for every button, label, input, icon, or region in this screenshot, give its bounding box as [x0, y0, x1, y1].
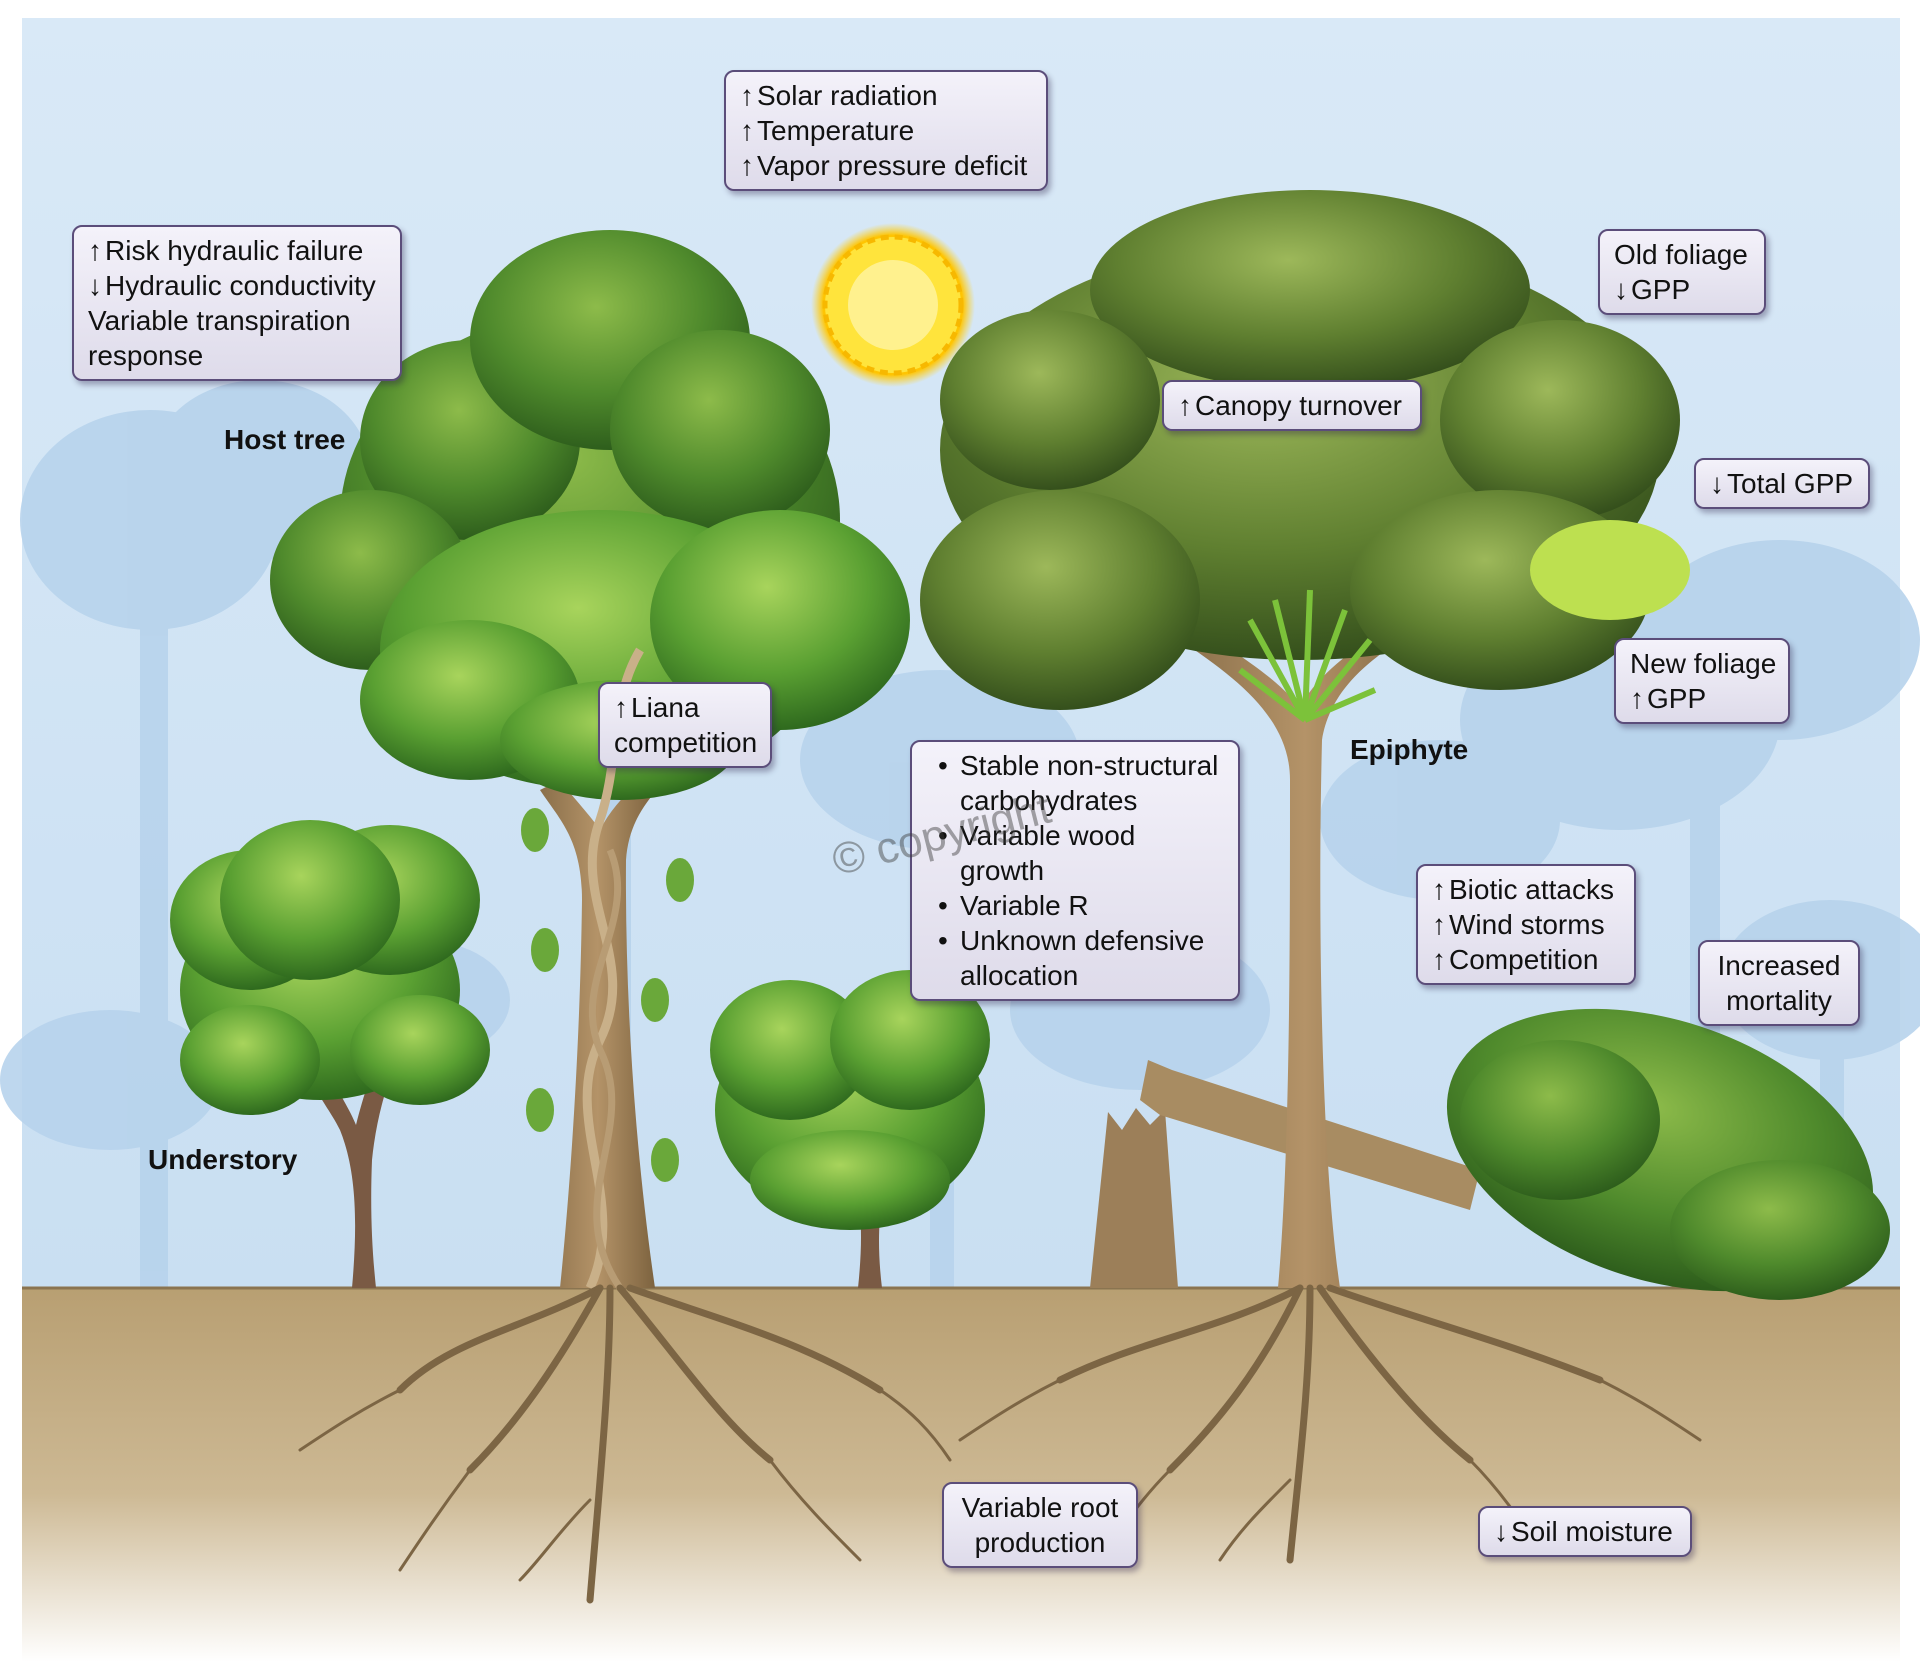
label-host-tree: Host tree — [224, 424, 346, 455]
up-arrow-icon: ↑ — [88, 235, 102, 266]
up-arrow-icon: ↑ — [740, 80, 754, 111]
fallen-tree — [1090, 1008, 1890, 1300]
up-arrow-icon: ↑ — [614, 692, 628, 723]
box-mortality: Increased mortality — [1698, 940, 1860, 1026]
roots — [298, 1284, 1702, 1604]
carbon-item-wood: Variable wood growth — [938, 818, 1224, 888]
disturbance-line-biotic: ↑Biotic attacks — [1432, 874, 1614, 905]
disturbance-line-wind: ↑Wind storms — [1432, 909, 1605, 940]
liana-line-1: ↑Liana — [614, 692, 700, 723]
climate-line-temperature: ↑Temperature — [740, 115, 915, 146]
down-arrow-icon: ↓ — [1494, 1516, 1508, 1547]
soil-moisture-text: ↓Soil moisture — [1494, 1516, 1673, 1547]
up-arrow-icon: ↑ — [1630, 683, 1644, 714]
mortality-line-1: Increased — [1717, 950, 1841, 981]
disturbance-line-competition: ↑Competition — [1432, 944, 1599, 975]
up-arrow-icon: ↑ — [1432, 874, 1446, 905]
carbon-list: Stable non-structural carbohydrates Vari… — [926, 748, 1224, 993]
label-understory: Understory — [148, 1144, 298, 1175]
box-climate: ↑Solar radiation ↑Temperature ↑Vapor pre… — [724, 70, 1048, 191]
box-carbon-allocation: Stable non-structural carbohydrates Vari… — [910, 740, 1240, 1001]
carbon-item-nsc: Stable non-structural carbohydrates — [938, 748, 1224, 818]
up-arrow-icon: ↑ — [1178, 390, 1192, 421]
box-old-foliage: Old foliage ↓GPP — [1598, 229, 1766, 315]
climate-line-solar: ↑Solar radiation — [740, 80, 938, 111]
new-foliage-gpp: ↑GPP — [1630, 683, 1707, 714]
hydraulic-line-response: response — [88, 340, 204, 371]
root-line-1: Variable root — [961, 1492, 1119, 1523]
hydraulic-line-conductivity: ↓Hydraulic conductivity — [88, 270, 376, 301]
down-arrow-icon: ↓ — [88, 270, 102, 301]
up-arrow-icon: ↑ — [1432, 944, 1446, 975]
liana-line-2: competition — [614, 727, 758, 758]
down-arrow-icon: ↓ — [1614, 274, 1628, 305]
up-arrow-icon: ↑ — [740, 115, 754, 146]
old-foliage-gpp: ↓GPP — [1614, 274, 1691, 305]
box-soil-moisture: ↓Soil moisture — [1478, 1506, 1692, 1557]
old-foliage-title: Old foliage — [1614, 239, 1748, 270]
carbon-item-respiration: Variable R — [938, 888, 1224, 923]
understory-tree-middle — [710, 970, 990, 1288]
box-canopy-turnover: ↑Canopy turnover — [1162, 380, 1422, 431]
ground — [22, 1288, 1900, 1662]
box-disturbance: ↑Biotic attacks ↑Wind storms ↑Competitio… — [1416, 864, 1636, 985]
box-root-production: Variable root production — [942, 1482, 1138, 1568]
box-new-foliage: New foliage ↑GPP — [1614, 638, 1790, 724]
canopy-tree — [920, 190, 1690, 1288]
mortality-line-2: mortality — [1726, 985, 1832, 1016]
total-gpp-text: ↓Total GPP — [1710, 468, 1854, 499]
host-tree — [270, 230, 910, 1290]
root-line-2: production — [974, 1527, 1106, 1558]
down-arrow-icon: ↓ — [1710, 468, 1724, 499]
box-hydraulic: ↑Risk hydraulic failure ↓Hydraulic condu… — [72, 225, 402, 381]
label-epiphyte: Epiphyte — [1350, 734, 1469, 765]
box-liana: ↑Liana competition — [598, 682, 772, 768]
climate-line-vpd: ↑Vapor pressure deficit — [740, 150, 1028, 181]
hydraulic-line-transpiration: Variable transpiration — [88, 305, 351, 336]
up-arrow-icon: ↑ — [1432, 909, 1446, 940]
hydraulic-line-risk: ↑Risk hydraulic failure — [88, 235, 364, 266]
box-total-gpp: ↓Total GPP — [1694, 458, 1870, 509]
canopy-turnover-text: ↑Canopy turnover — [1178, 390, 1403, 421]
understory-tree-left — [170, 820, 490, 1288]
new-foliage-title: New foliage — [1630, 648, 1777, 679]
carbon-item-defense: Unknown defensive allocation — [938, 923, 1224, 993]
up-arrow-icon: ↑ — [740, 150, 754, 181]
